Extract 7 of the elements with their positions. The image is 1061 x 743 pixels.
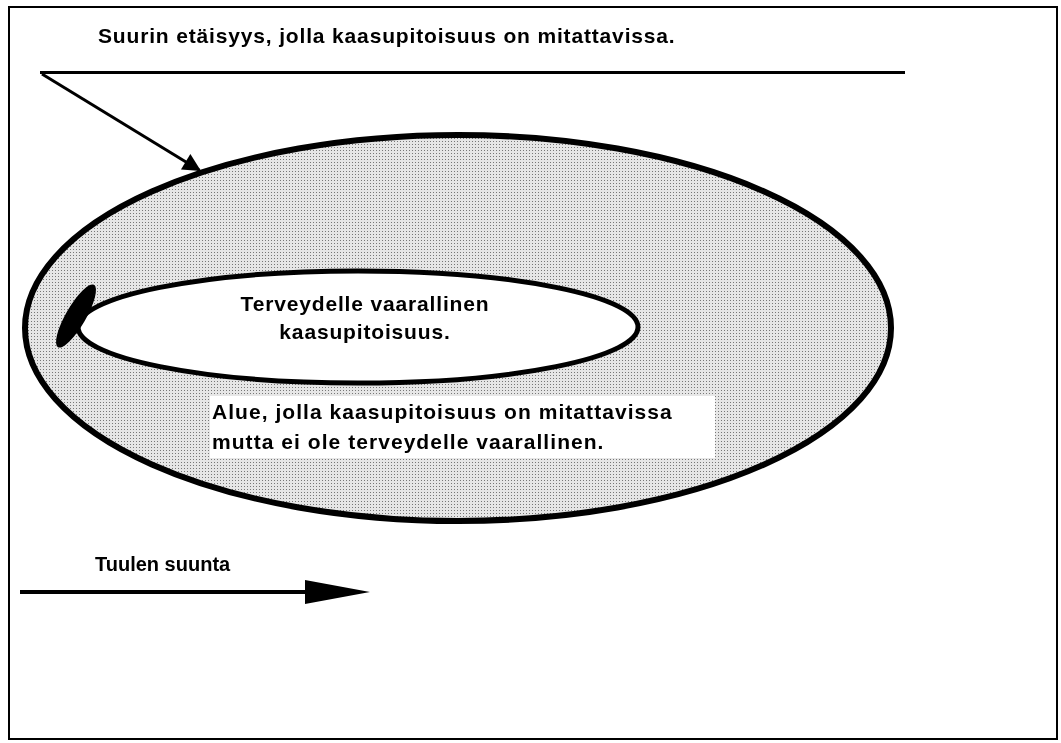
outer-zone-ellipse	[22, 132, 894, 524]
inner-zone-ellipse	[75, 268, 641, 386]
heading-text: Suurin etäisyys, jolla kaasupitoisuus on mitattavissa.	[98, 23, 676, 49]
zone-description: Terveydelle vaarallinen kaasupitoisuus.	[239, 291, 491, 345]
leader-arrow	[41, 72, 202, 172]
zone-description: Alue, jolla kaasupitoisuus on mitattavissa mutta ei ole terveydelle vaarallinen.	[212, 399, 674, 455]
wind-direction-label: Tuulen suunta	[95, 552, 231, 577]
